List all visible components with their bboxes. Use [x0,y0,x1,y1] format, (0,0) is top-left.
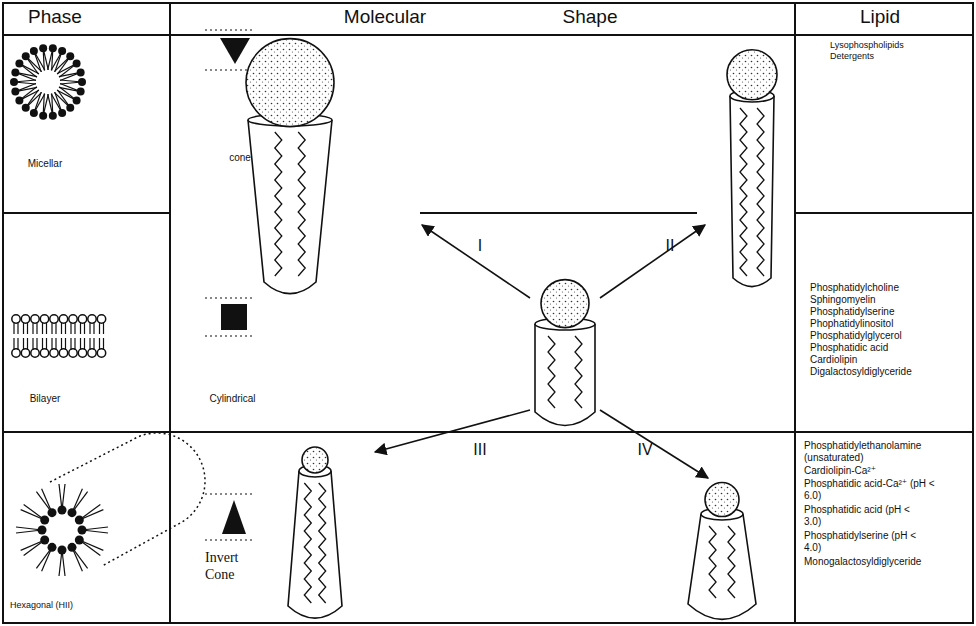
phase-name: Micellar [5,158,85,170]
arrow-number: III [462,440,498,459]
lipid-name: Phosphatidylserine [810,306,970,318]
column-heading: Molecular [320,6,450,29]
lipid-name: Digalactosyldiglyceride [810,366,970,378]
arrow-number: I [468,236,492,255]
shape-name: cone [205,152,275,164]
lipid-name: Lysophospholipids [830,40,970,51]
lipid-name: Phosphatidylethanolamine (unsaturated) [804,440,944,464]
lipid-name: Phosphatidic acid [810,342,970,354]
table-grid [3,3,973,623]
lipid-name: Cardiolipin [810,354,970,366]
lipid-name: Phosphatidylserine (pH < 4.0) [804,530,924,554]
arrow-number: IV [628,440,662,459]
shape-name: Cylindrical [195,393,270,405]
phase-figures [10,44,205,576]
lipid-name: Phosphatidic acid (pH < 3.0) [804,504,924,528]
arrow-number: II [655,236,685,255]
lipid-name: Monogalactosyldiglyceride [804,556,969,568]
transition-arrows [375,225,708,478]
lipid-name: Detergents [830,51,970,62]
column-heading: Lipid [830,6,930,29]
shape-symbols [220,38,250,534]
dotted-guides [205,30,255,540]
lipid-name: Sphingomyelin [810,294,970,306]
column-heading: Shape [540,6,640,29]
molecule-figures [246,39,777,620]
lipid-name: Phosphatidylcholine [810,282,970,294]
phase-name: Hexagonal (HII) [10,600,110,611]
lipid-name: Phosphatidylglycerol [810,330,970,342]
lipid-name: Phophatidylinositol [810,318,970,330]
column-heading: Phase [10,6,100,29]
lipid-name: Phosphatidic acid-Ca²⁺ (pH < 6.0) [804,478,939,502]
lipid-name: Cardiolipin-Ca²⁺ [804,465,964,477]
phase-name: Bilayer [5,393,85,405]
shape-name: Invert Cone [205,550,260,584]
